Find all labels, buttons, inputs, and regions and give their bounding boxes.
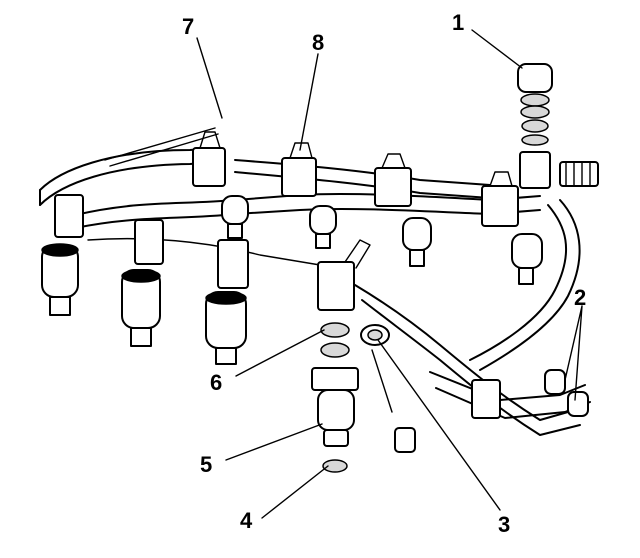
- pressure-regulator: [517, 63, 599, 189]
- injector-rear-4: [481, 171, 543, 285]
- callout-4: 4: [240, 508, 253, 533]
- leader-6: [235, 329, 325, 377]
- callout-3: 3: [498, 512, 510, 537]
- injector-top: [311, 367, 359, 391]
- callout-1: 1: [452, 10, 464, 35]
- bolt: [394, 427, 416, 453]
- injector-body: [317, 389, 355, 431]
- injector-rear-2: [281, 142, 337, 249]
- callout-5: 5: [200, 452, 212, 477]
- injector-rear-1: [192, 131, 249, 239]
- callout-2: 2: [574, 285, 586, 310]
- injector-front-2: [121, 219, 164, 347]
- leader-5: [225, 423, 323, 461]
- leader-4: [261, 465, 329, 519]
- leader-1: [471, 29, 523, 69]
- leader-7: [196, 37, 223, 119]
- lower-o-ring: [322, 459, 348, 473]
- injector-front-3: [205, 239, 249, 365]
- leader-lines: [196, 29, 583, 519]
- callout-7: 7: [182, 14, 194, 39]
- fuel-rail: [39, 127, 541, 266]
- callout-8: 8: [312, 30, 324, 55]
- callout-6: 6: [210, 370, 222, 395]
- injector-front-1: [41, 194, 84, 316]
- leader-3: [377, 339, 501, 511]
- exploded-injector: [311, 322, 416, 473]
- leader-2: [564, 305, 583, 401]
- injector-rear-3: [374, 153, 432, 267]
- leader-8: [299, 53, 319, 151]
- upper-o-ring: [320, 322, 350, 338]
- fuel-pipes: [354, 199, 591, 436]
- injector-front-4-socket: [317, 239, 371, 311]
